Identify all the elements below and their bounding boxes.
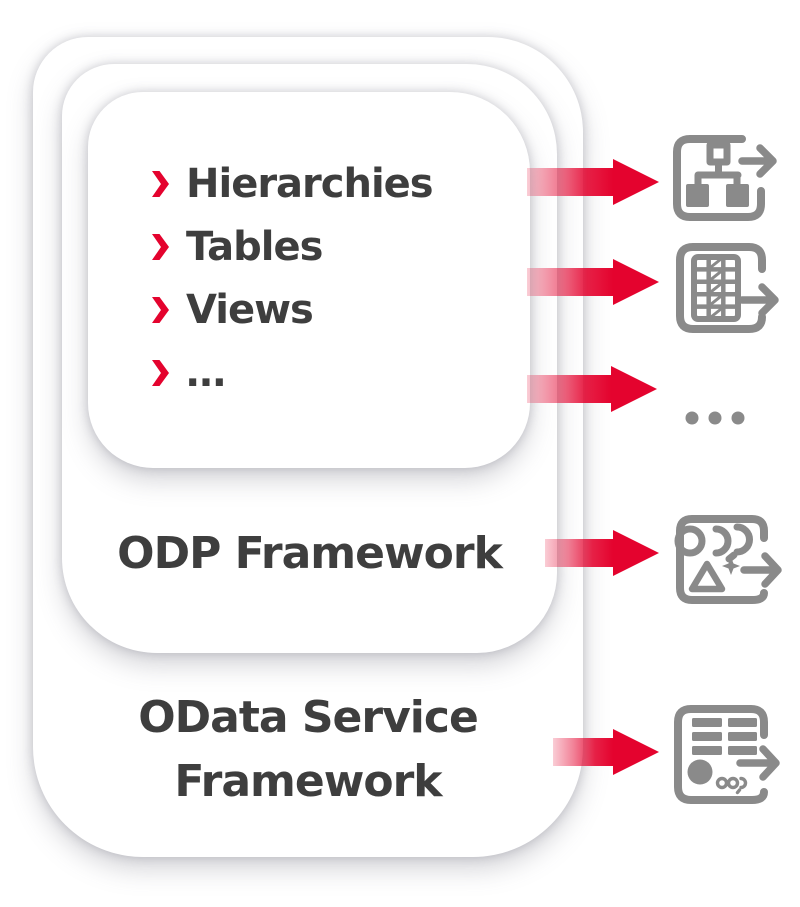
chevron-bullet-icon [152, 296, 169, 323]
arrow-shaft [527, 268, 613, 296]
flow-arrow-tables [527, 259, 659, 305]
hierarchy-export-icon [673, 135, 777, 221]
arrow-head [613, 159, 659, 205]
list-item-label: Views [186, 286, 314, 333]
list-item: Tables [152, 215, 433, 278]
flow-arrow-odata [553, 729, 659, 775]
odp-export-icon [674, 515, 782, 604]
list-item-label: Hierarchies [186, 160, 434, 207]
odata-label-line2: Framework [174, 756, 442, 807]
arrow-head [613, 729, 659, 775]
table-export-icon [676, 243, 779, 333]
ellipsis-dots-icon [685, 411, 745, 425]
arrow-shaft [545, 539, 613, 567]
arrow-head [611, 366, 657, 412]
odata-document-export-icon [674, 705, 780, 804]
arrow-head [613, 259, 659, 305]
chevron-bullet-icon [152, 170, 169, 197]
list-item-label: Tables [186, 223, 323, 270]
flow-arrow-odp [545, 530, 659, 576]
flow-arrow-more [527, 366, 657, 412]
arrow-shaft [553, 738, 613, 766]
list-item: Views [152, 278, 433, 341]
source-object-list: Hierarchies Tables Views … [152, 152, 434, 404]
list-item: … [152, 341, 433, 404]
arrow-head [613, 530, 659, 576]
chevron-bullet-icon [152, 233, 169, 260]
odp-framework-label: ODP Framework [117, 528, 503, 579]
source-objects-card [88, 92, 530, 468]
list-item-label: … [186, 349, 226, 396]
chevron-bullet-icon [152, 359, 169, 386]
list-item: Hierarchies [152, 152, 434, 215]
flow-arrow-hierarchies [527, 159, 659, 205]
odata-service-framework-label: OData Service Framework [33, 686, 583, 814]
odata-label-line1: OData Service [138, 692, 479, 743]
arrow-shaft [527, 375, 611, 403]
arrow-shaft [527, 168, 613, 196]
